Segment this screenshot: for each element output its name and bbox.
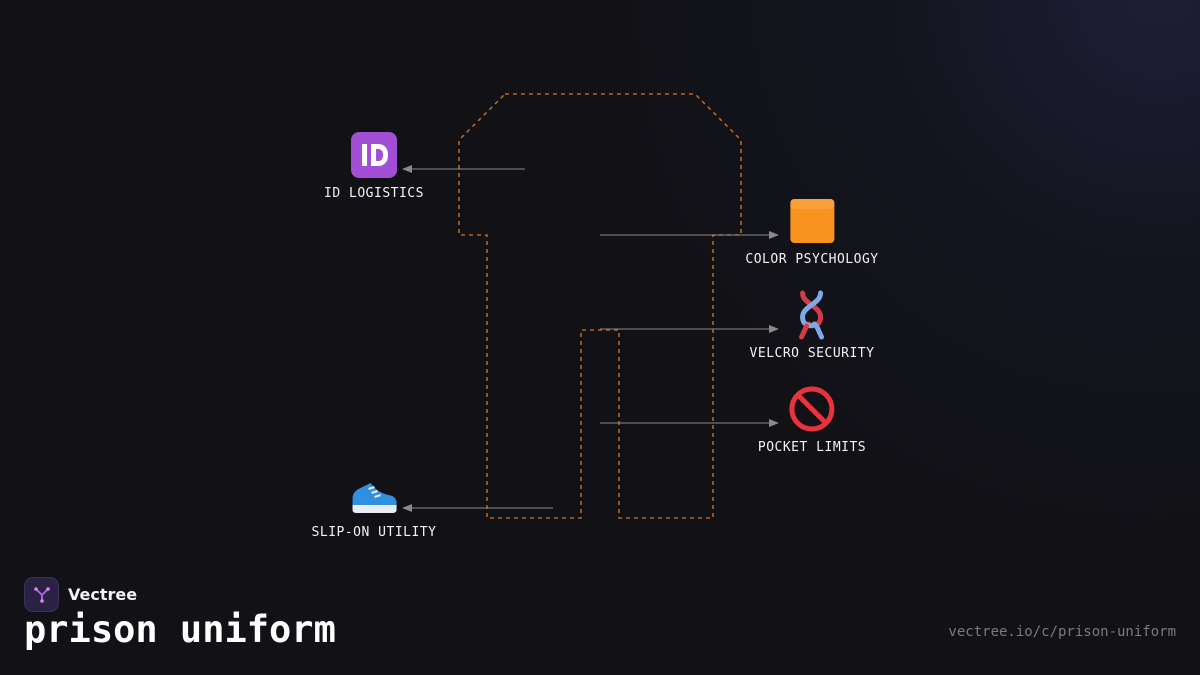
node-label: POCKET LIMITS (757, 440, 867, 455)
knot-icon (799, 290, 825, 340)
page-url[interactable]: vectree.io/c/prison-uniform (948, 624, 1176, 640)
uniform-outline (458, 93, 742, 519)
node-label: SLIP-ON UTILITY (311, 525, 437, 540)
node-color-psychology: COLOR PSYCHOLOGY (745, 196, 878, 267)
node-label: COLOR PSYCHOLOGY (745, 252, 879, 267)
orange-square-icon (789, 199, 834, 243)
node-velcro-security: VELCRO SECURITY (750, 290, 875, 361)
page-title: prison uniform (24, 608, 336, 651)
id-badge-icon (350, 132, 397, 178)
node-id-logistics: ID LOGISTICS (324, 130, 424, 201)
brand: Vectree (24, 577, 137, 612)
vectree-tree-icon (24, 577, 59, 612)
node-pocket-limits: POCKET LIMITS (758, 384, 866, 455)
sneaker-icon (353, 483, 397, 513)
node-label: ID LOGISTICS (324, 186, 424, 201)
brand-name: Vectree (68, 585, 138, 604)
node-slip-on-utility: SLIP-ON UTILITY (312, 469, 437, 540)
prohibited-icon (789, 386, 835, 432)
node-label: VELCRO SECURITY (749, 346, 875, 361)
